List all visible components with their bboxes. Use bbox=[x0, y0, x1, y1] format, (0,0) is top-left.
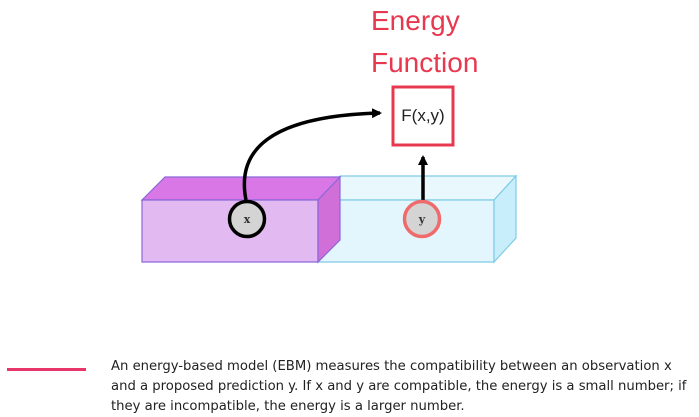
y-node: y bbox=[402, 199, 442, 239]
y-node-label: y bbox=[418, 213, 426, 226]
x-input-block bbox=[140, 175, 342, 264]
x-to-energy-arrow bbox=[242, 108, 382, 201]
energy-function-diagram: Energy Function x y F(x,y) bbox=[140, 5, 518, 264]
energy-function-label: F(x,y) bbox=[401, 106, 444, 125]
x-node: x bbox=[227, 199, 267, 239]
x-node-label: x bbox=[244, 213, 251, 226]
figure-caption: An energy-based model (EBM) measures the… bbox=[111, 359, 687, 414]
diagram-title-line2: Function bbox=[371, 47, 478, 78]
diagram-title-line1: Energy bbox=[371, 5, 460, 36]
caption-accent-line bbox=[7, 368, 86, 371]
energy-function-box: F(x,y) bbox=[391, 85, 455, 147]
